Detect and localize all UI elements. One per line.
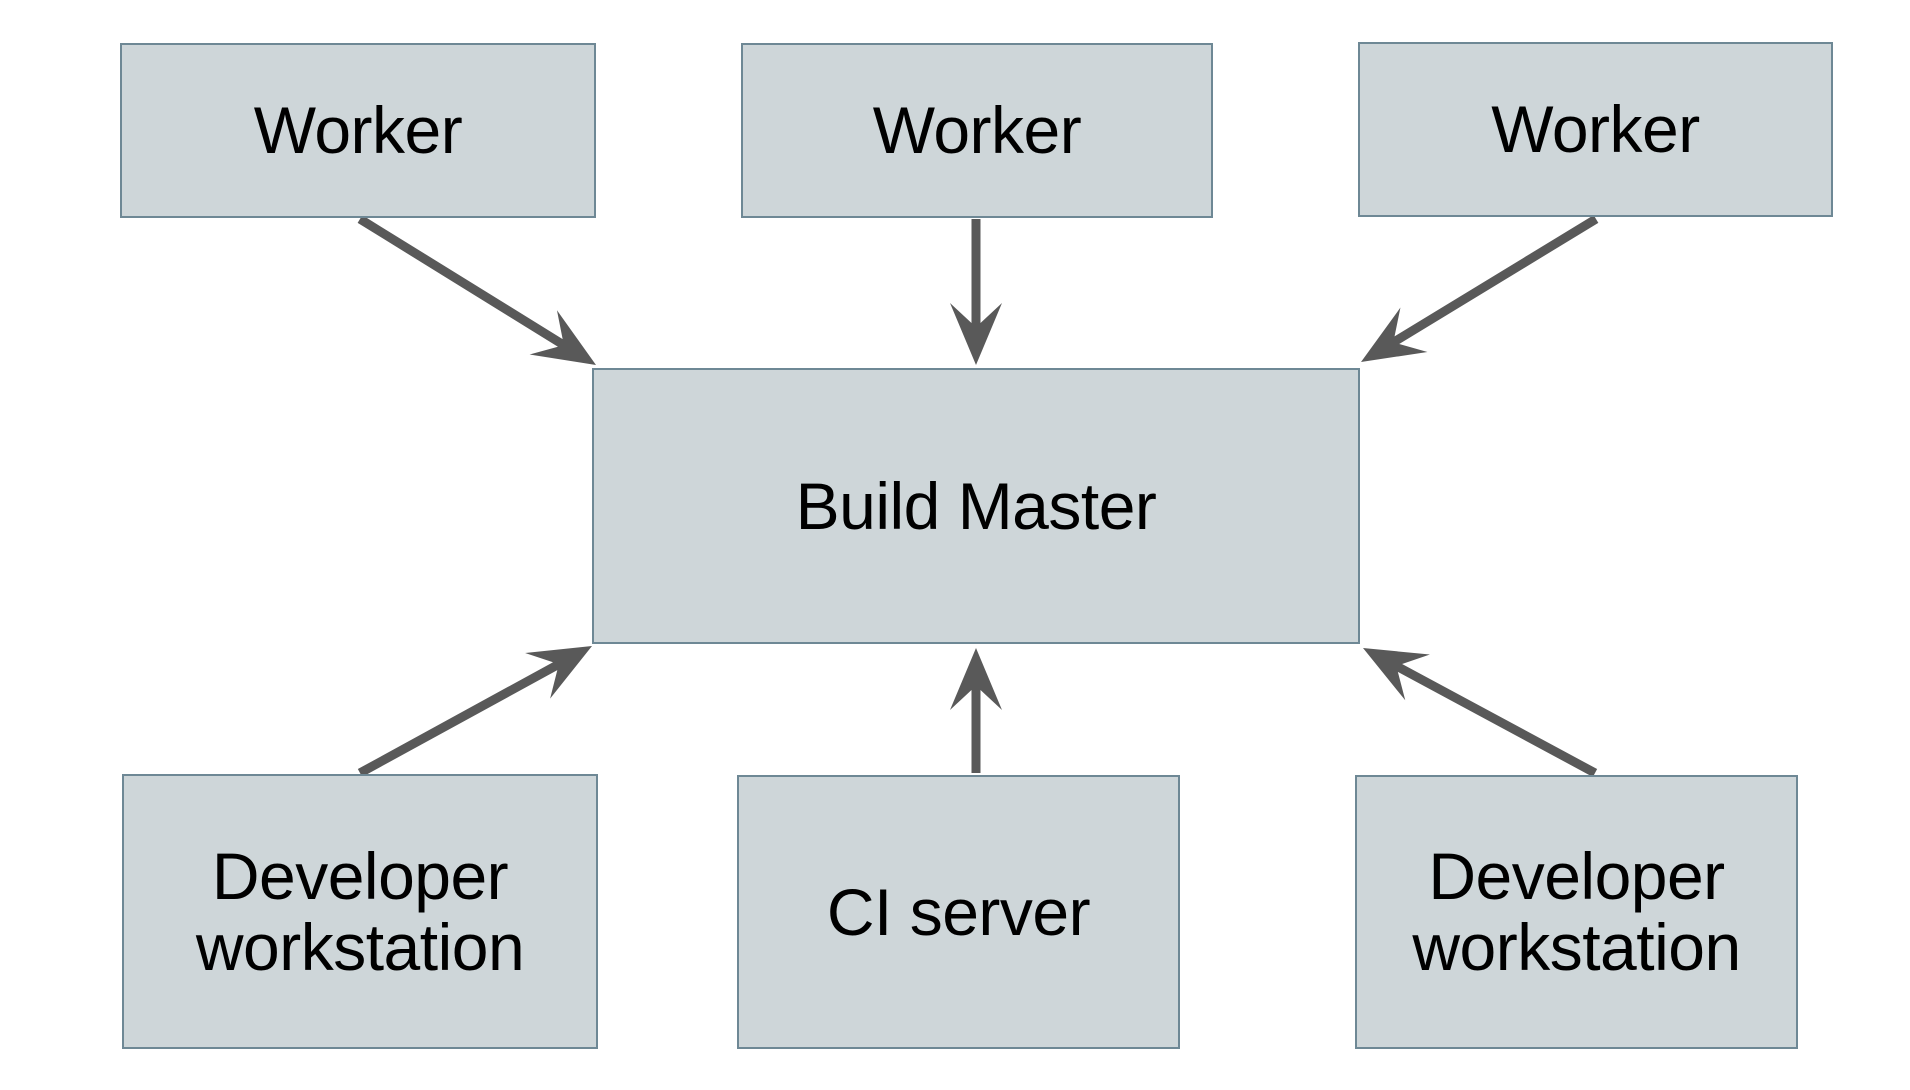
node-label: Worker [1491,92,1700,167]
node-build-master[interactable]: Build Master [592,368,1360,644]
node-label: Worker [872,93,1082,168]
node-worker-right[interactable]: Worker [1358,42,1833,217]
node-developer-workstation-right[interactable]: Developer workstation [1355,775,1798,1049]
node-label: Worker [253,93,463,168]
node-label: Developer workstation [195,838,525,984]
edge-ci-server-to-build-master [950,648,1002,773]
edge-worker-center-to-build-master [950,219,1002,365]
edge-worker-left-to-build-master [357,215,596,365]
node-label: Developer workstation [1412,839,1741,984]
edge-worker-right-to-build-master [1361,215,1599,362]
node-ci-server[interactable]: CI server [737,775,1180,1049]
node-label: CI server [826,874,1091,949]
node-worker-left[interactable]: Worker [120,43,596,218]
edge-developer-right-to-build-master [1363,648,1598,777]
node-developer-workstation-left[interactable]: Developer workstation [122,774,598,1049]
node-label: Build Master [795,468,1157,543]
edge-developer-left-to-build-master [357,646,592,777]
node-worker-center[interactable]: Worker [741,43,1213,218]
